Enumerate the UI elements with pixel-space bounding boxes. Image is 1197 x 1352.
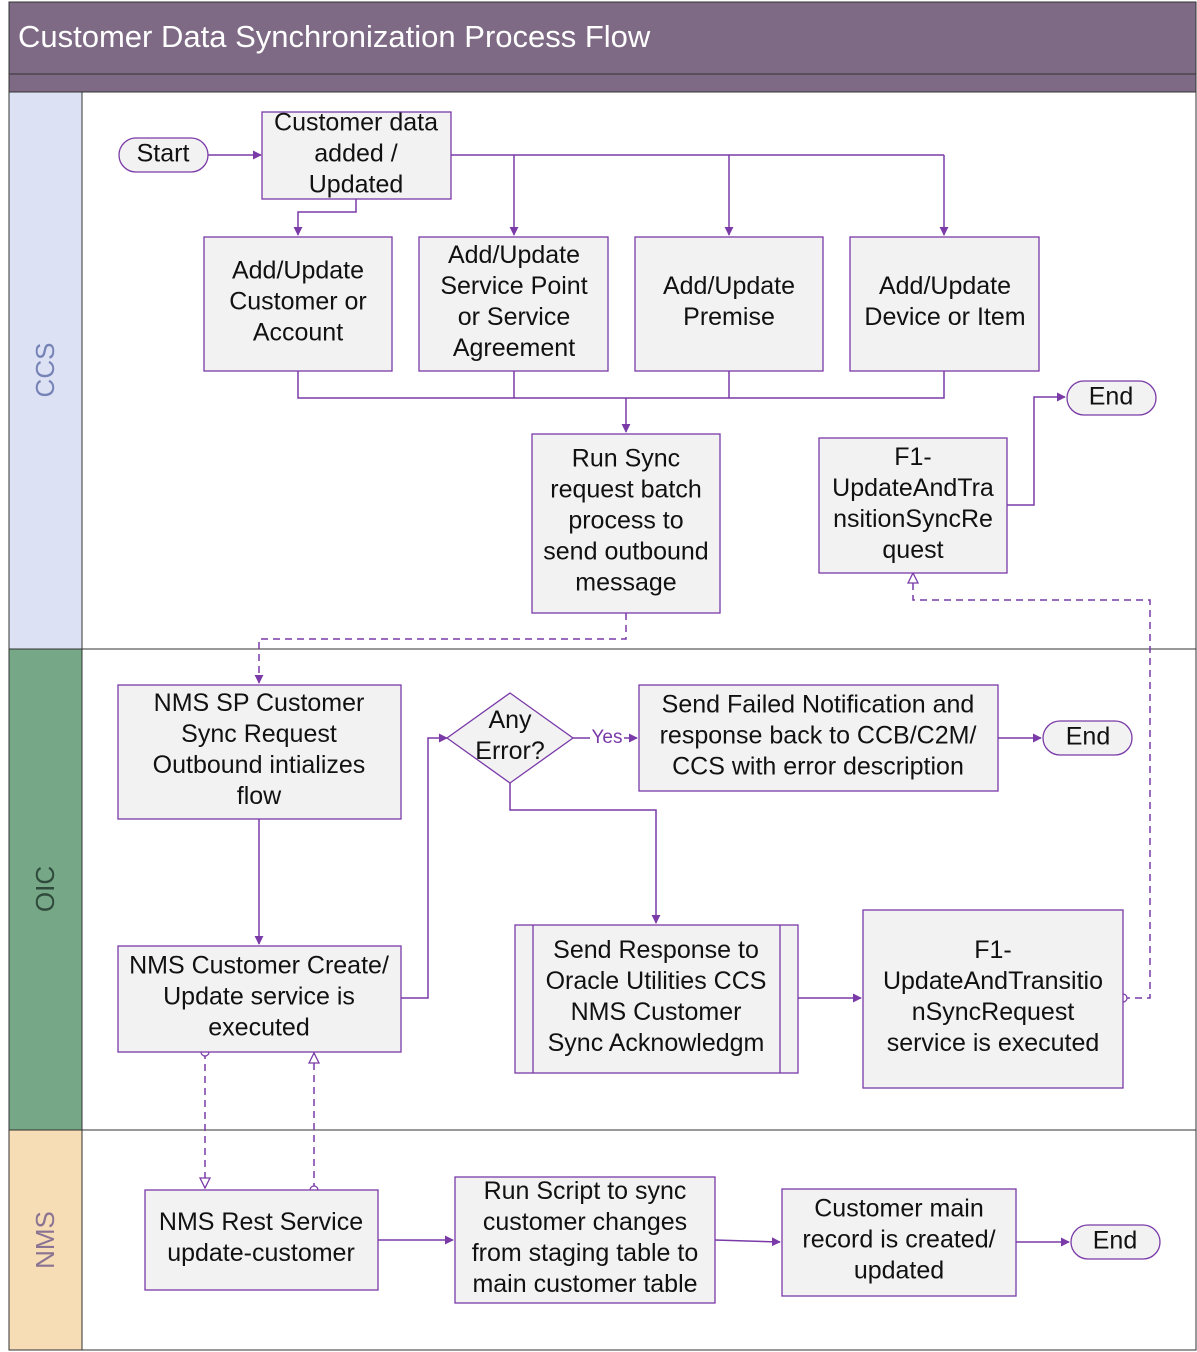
lane-header-oic	[8, 648, 83, 1131]
send-response-label-line: Oracle Utilities CCS	[546, 967, 767, 995]
lane-label-ccs: CCS	[30, 343, 60, 398]
send-response-label-line: Sync Acknowledgm	[548, 1029, 765, 1057]
send-response-box	[514, 924, 799, 1074]
nms-create-label-line: NMS Customer Create/	[129, 952, 389, 980]
nms-sp-label-line: NMS SP Customer	[154, 689, 365, 717]
msg-run-sync-to-nms-sp	[254, 613, 627, 684]
run-sync-label-line: message	[575, 569, 676, 597]
end-oic-label-line: End	[1066, 723, 1110, 751]
nms-sp-label-line: Sync Request	[181, 720, 337, 748]
send-failed-box	[638, 684, 999, 792]
any-error-decision	[445, 692, 575, 784]
f1-ccs-label-line: F1-	[894, 443, 932, 471]
diagram-title: Customer Data Synchronization Process Fl…	[18, 19, 651, 54]
cust-data-label-line: added /	[314, 140, 397, 168]
lane-header-ccs	[8, 91, 83, 650]
nms-sp-label-line: flow	[237, 782, 282, 810]
nms-sp-label-line: Outbound intializes	[153, 751, 366, 779]
header-bar	[8, 1, 1197, 75]
add-premise-label-line: Premise	[683, 303, 775, 331]
send-failed-label-line: response back to CCB/C2M/	[660, 722, 977, 750]
add-sp-label-line: Add/Update	[448, 241, 580, 269]
f1-ccs-label-line: nsitionSyncRe	[833, 505, 993, 533]
run-sync-label-line: request batch	[550, 476, 702, 504]
run-script-label-line: main customer table	[472, 1270, 697, 1298]
f1-oic-label-line: UpdateAndTransitio	[883, 967, 1103, 995]
run-sync-box	[531, 433, 721, 614]
any-error-label-line: Error?	[475, 737, 544, 765]
f1-ccs-box	[818, 437, 1008, 574]
send-response-label-line: Send Response to	[553, 936, 759, 964]
f1-ccs-label-line: quest	[882, 536, 943, 564]
run-sync-label-line: process to	[568, 507, 683, 535]
any-error-label-line: Any	[488, 706, 532, 734]
send-response-label-line: NMS Customer	[571, 998, 742, 1026]
edge-customer-data-to-add-customer	[293, 199, 357, 236]
run-sync-label-line: Run Sync	[572, 445, 680, 473]
send-failed-label-line: Send Failed Notification and	[662, 691, 975, 719]
add-customer-box	[203, 236, 393, 372]
nms-create-box	[117, 945, 402, 1053]
f1-ccs-label-line: UpdateAndTra	[832, 474, 994, 502]
nms-rest-label-line: NMS Rest Service	[159, 1208, 363, 1236]
cust-main-label-line: updated	[854, 1257, 944, 1285]
f1-oic-label-line: service is executed	[887, 1029, 1100, 1057]
run-script-label-line: customer changes	[483, 1208, 687, 1236]
start-terminator	[118, 137, 209, 173]
cust-main-label-line: Customer main	[814, 1195, 984, 1223]
customer-main-box	[781, 1188, 1017, 1297]
edge-f1-ccs-to-end	[1007, 392, 1066, 506]
nms-create-label-line: executed	[208, 1014, 309, 1042]
lane-label-oic: OIC	[30, 866, 60, 912]
nms-sp-box	[117, 684, 402, 820]
end-ccs-terminator	[1066, 380, 1157, 416]
end-nms-label-line: End	[1093, 1227, 1137, 1255]
run-sync-label-line: send outbound	[543, 538, 708, 566]
run-script-label-line: from staging table to	[472, 1239, 699, 1267]
edge-nms-create-to-any-error	[401, 733, 448, 999]
add-device-label-line: Device or Item	[864, 303, 1025, 331]
add-sp-label-line: or Service	[458, 303, 571, 331]
add-premise-box	[634, 236, 824, 372]
edge-any-error-to-send-response	[509, 783, 661, 924]
add-sp-label-line: Service Point	[440, 272, 587, 300]
run-script-box	[454, 1176, 716, 1304]
yes-label-label-line: Yes	[592, 727, 623, 748]
end-ccs-label-line: End	[1089, 383, 1133, 411]
nms-rest-label-line: update-customer	[167, 1239, 355, 1267]
lane-label-nms: NMS	[30, 1211, 60, 1269]
msg-f1-oic-to-f1-ccs	[913, 573, 1151, 998]
customer-data-box	[261, 111, 452, 200]
f1-oic-label-line: nSyncRequest	[912, 998, 1075, 1026]
end-oic-terminator	[1042, 720, 1133, 756]
cust-data-label-line: Customer data	[274, 109, 438, 137]
add-sp-label-line: Agreement	[453, 334, 575, 362]
lane-header-nms	[8, 1129, 83, 1351]
add-premise-label-line: Add/Update	[663, 272, 795, 300]
cust-data-label-line: Updated	[309, 171, 404, 199]
add-cust-label-line: Add/Update	[232, 257, 364, 285]
end-nms-terminator	[1070, 1224, 1161, 1260]
run-script-label-line: Run Script to sync	[484, 1177, 687, 1205]
header-strip	[8, 73, 1197, 93]
nms-create-label-line: Update service is	[163, 983, 355, 1011]
start-label-line: Start	[137, 140, 190, 168]
add-service-point-box	[418, 236, 609, 372]
f1-oic-label-line: F1-	[974, 936, 1012, 964]
f1-oic-box	[862, 909, 1124, 1089]
nms-rest-box	[144, 1189, 379, 1291]
send-failed-label-line: CCS with error description	[672, 753, 964, 781]
edge-run-script-to-customer-main	[714, 1237, 781, 1247]
cust-main-label-line: record is created/	[802, 1226, 995, 1254]
edge-merge-line	[297, 371, 945, 399]
add-cust-label-line: Account	[253, 319, 343, 347]
add-device-box	[849, 236, 1040, 372]
add-device-label-line: Add/Update	[879, 272, 1011, 300]
add-cust-label-line: Customer or	[229, 288, 367, 316]
